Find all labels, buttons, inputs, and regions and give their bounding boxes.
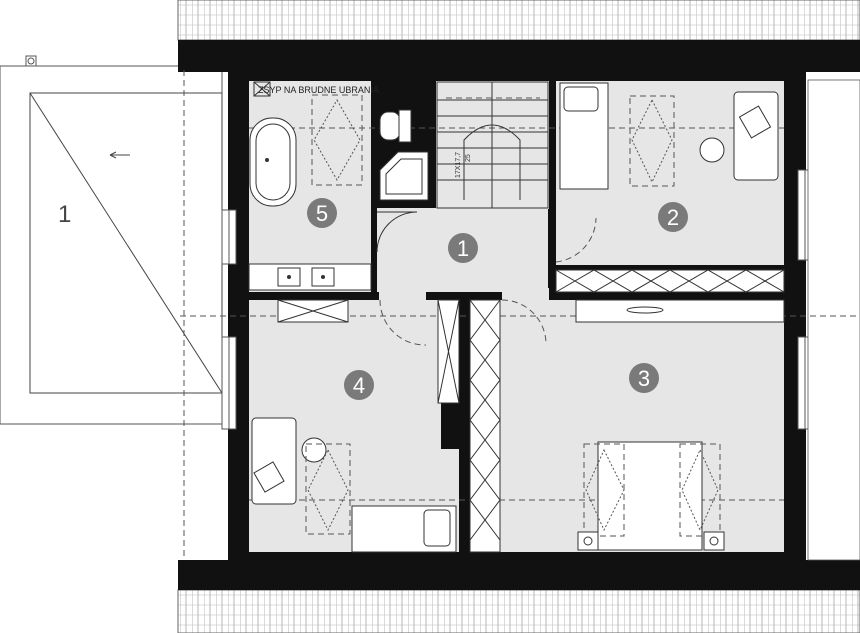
room-5-number: 5 (316, 201, 328, 226)
room-4-marker: 4 (344, 370, 374, 400)
wall-mid-left (249, 292, 379, 300)
room-1-marker: 1 (448, 233, 478, 263)
wall-mid-right (549, 292, 784, 300)
toilet-tank (398, 109, 412, 143)
wall-room2-wardrobe (549, 265, 784, 270)
wall-mid-center (426, 292, 502, 300)
shower (379, 151, 429, 201)
room-2-number: 2 (667, 205, 679, 230)
vanity (248, 263, 372, 291)
desk-room-2 (733, 91, 779, 181)
room-3-marker: 3 (629, 363, 659, 393)
shelf-room-3 (575, 299, 785, 323)
desk-room-4 (251, 417, 297, 505)
room-2-furniture (559, 82, 779, 190)
room-3-furniture (577, 441, 725, 551)
windows (221, 79, 860, 561)
skylight-room-4 (305, 443, 351, 535)
interior-walls (249, 81, 784, 552)
bed-room-3 (597, 441, 703, 551)
wall-room2-left (549, 81, 556, 293)
wall-hall-top (371, 201, 436, 208)
chair-room-2 (699, 137, 725, 163)
doors (376, 211, 597, 346)
bed-room-2 (559, 82, 609, 190)
room-1-number: 1 (457, 236, 469, 261)
room-4-number: 4 (353, 373, 365, 398)
room-markers: 1 2 3 4 5 (307, 198, 688, 400)
roof-tiles-top (177, 0, 860, 41)
room-2-marker: 2 (658, 202, 688, 232)
roof-tiles-bottom (177, 589, 860, 633)
bath-skylight (311, 94, 363, 186)
wall-bath-hall (371, 201, 377, 293)
wardrobe-room-2 (555, 269, 785, 293)
bed-room-4 (351, 505, 457, 553)
room-4-furniture (251, 417, 457, 553)
nightstand-left (577, 531, 599, 551)
terrace-number: 1 (58, 201, 71, 228)
wardrobes (277, 269, 785, 553)
stair-width: 25 (465, 154, 472, 162)
skylight-room-2 (629, 95, 675, 187)
bathroom-fixtures: ZSYP NA BRUDNE UBRANIA (248, 81, 429, 291)
laundry-chute-label: ZSYP NA BRUDNE UBRANIA (258, 85, 379, 95)
stair-dimension: 17X17,7 (455, 152, 462, 178)
eave-wall-bottom (178, 560, 860, 590)
room-3-number: 3 (638, 366, 650, 391)
eave-wall-top (178, 40, 860, 72)
terrace: 1 (0, 55, 223, 425)
bathtub (249, 117, 297, 207)
room-5-marker: 5 (307, 198, 337, 228)
staircase: 17X17,7 25 (436, 81, 549, 209)
wall-room4-right (459, 300, 470, 552)
wall-pillar (441, 403, 459, 449)
toilet (379, 111, 401, 141)
nightstand-right (703, 531, 725, 551)
